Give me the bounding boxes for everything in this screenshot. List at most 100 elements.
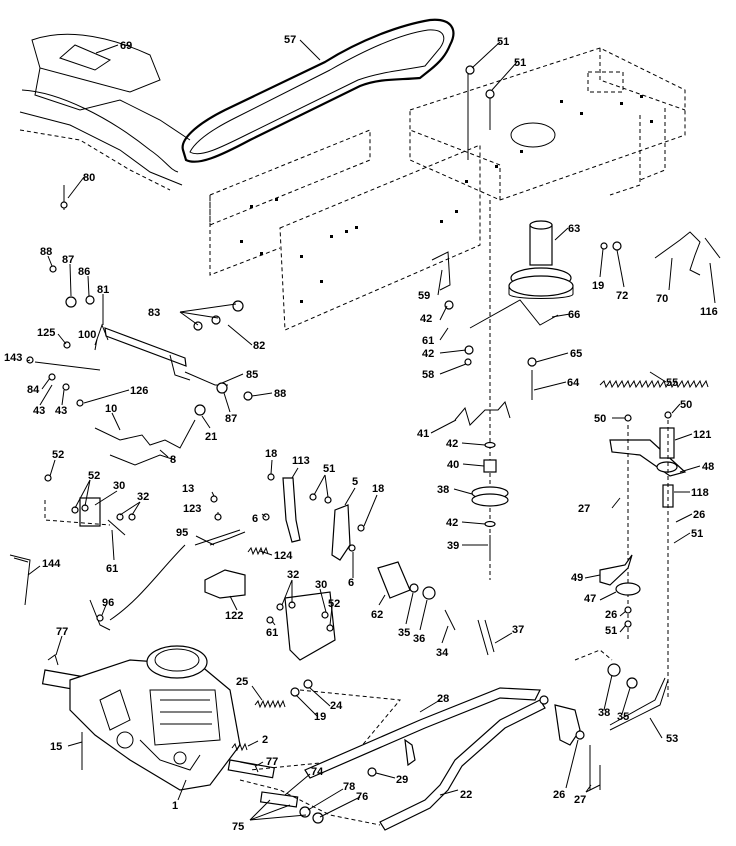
callout-50: 50 [680,399,692,411]
callout-82: 82 [253,340,265,352]
callout-51: 51 [497,36,509,48]
callout-21: 21 [205,431,217,443]
callout-51: 51 [514,57,526,69]
callout-13: 13 [182,483,194,495]
callout-86: 86 [78,266,90,278]
callout-37: 37 [512,624,524,636]
rod-part-95 [109,529,241,621]
callout-26: 26 [553,789,565,801]
bracket-part-26 [554,649,638,790]
callout-65: 65 [570,348,582,360]
rod-part-53 [609,677,669,731]
callout-121: 121 [693,429,711,441]
callout-100: 100 [78,329,96,341]
callout-77: 77 [56,626,68,638]
callout-43: 43 [33,405,45,417]
callout-35: 35 [617,711,629,723]
rod-part-28 [304,687,541,779]
callout-85: 85 [246,369,258,381]
spring-part-2 [231,742,248,752]
callout-74: 74 [311,766,324,778]
leader-lines [26,39,716,821]
idler-arm-part-66 [469,299,559,329]
callout-50: 50 [594,413,606,425]
callout-95: 95 [176,527,188,539]
callout-61: 61 [266,627,278,639]
callout-38: 38 [437,484,449,496]
callout-30: 30 [113,480,125,492]
pulley-part-63 [508,220,574,299]
callout-27: 27 [578,503,590,515]
callout-122: 122 [225,610,243,622]
callout-42: 42 [422,348,434,360]
callout-48: 48 [702,461,714,473]
callout-61: 61 [106,563,118,575]
callout-labels: 69 57 51 51 80 63 88 87 86 81 83 82 125 … [4,34,718,833]
callout-42: 42 [446,517,458,529]
callout-87: 87 [225,413,237,425]
bracket-assembly-part-48 [609,411,687,700]
callout-61: 61 [422,335,434,347]
callout-19: 19 [592,280,604,292]
callout-26: 26 [693,509,705,521]
callout-18: 18 [372,483,384,495]
spring-part-55 [599,379,709,389]
callout-5: 5 [352,476,358,488]
callout-15: 15 [50,741,62,753]
callout-66: 66 [568,309,580,321]
spring-part-25 [254,699,286,709]
callout-55: 55 [666,377,678,389]
bracket-part-122 [204,569,246,599]
callout-6: 6 [252,513,258,525]
spindle-shaft-part [465,65,495,580]
callout-43: 43 [55,405,67,417]
callout-51: 51 [605,625,617,637]
sleeve-part-62 [377,561,456,631]
callout-63: 63 [568,223,580,235]
callout-78: 78 [343,781,355,793]
callout-75: 75 [232,821,244,833]
callout-30: 30 [315,579,327,591]
callout-51: 51 [691,528,703,540]
rod-part-37 [477,619,495,656]
callout-123: 123 [183,503,201,515]
screw-part-80 [60,185,68,210]
callout-10: 10 [105,403,117,415]
callout-32: 32 [137,491,149,503]
callout-39: 39 [447,540,459,552]
callout-62: 62 [371,609,383,621]
callout-25: 25 [236,676,248,688]
body-panel-part [19,33,191,191]
callout-96: 96 [102,597,114,609]
callout-32: 32 [287,569,299,581]
callout-70: 70 [656,293,668,305]
callout-116: 116 [700,306,718,318]
callout-22: 22 [460,789,472,801]
callout-88: 88 [274,388,286,400]
bracket-part-5 [331,504,351,561]
callout-124: 124 [274,550,293,562]
callout-28: 28 [437,693,449,705]
callout-80: 80 [83,172,95,184]
callout-26: 26 [605,609,617,621]
callout-41: 41 [417,428,429,440]
callout-83: 83 [148,307,160,319]
linkage-part-81 [26,265,253,407]
callout-87: 87 [62,254,74,266]
callout-40: 40 [447,459,459,471]
callout-38: 38 [598,707,610,719]
frame-part [209,47,686,331]
callout-52: 52 [88,470,100,482]
callout-77: 77 [266,756,278,768]
callout-49: 49 [571,572,583,584]
pulley-stack-part-38 [471,441,509,560]
callout-144: 144 [42,558,61,570]
bracket-part-113 [282,477,301,543]
callout-143: 143 [4,352,22,364]
callout-18: 18 [265,448,277,460]
callout-58: 58 [422,369,434,381]
spring-part-124 [247,546,269,556]
bracket-part-30-lower [266,591,336,661]
